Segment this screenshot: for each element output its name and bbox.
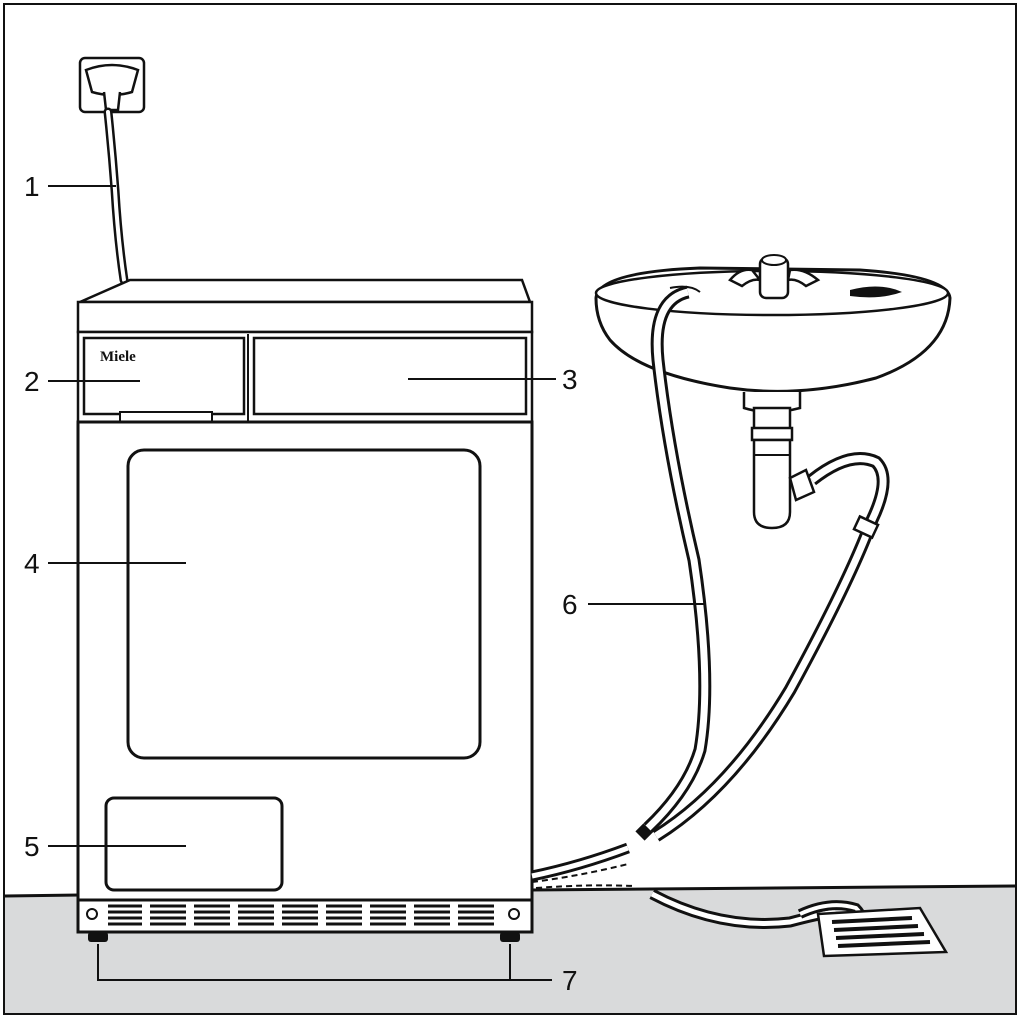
drain-hose-to-basin: [635, 285, 712, 841]
tap-handle-left: [728, 268, 764, 288]
wall-socket: [78, 56, 146, 114]
floor-drain: [816, 906, 949, 958]
vent-grille: [108, 904, 494, 926]
callout-leader-lines: [48, 185, 706, 981]
callout-4: 4: [24, 548, 40, 579]
adjustable-foot-left: [88, 932, 108, 942]
appliance-outlet-hose: [530, 842, 635, 889]
dryer-appliance: [76, 278, 534, 942]
drain-hose-to-trap: [652, 452, 890, 842]
control-panel-left: [82, 336, 246, 416]
callout-7: 7: [562, 965, 578, 996]
callout-1: 1: [24, 171, 40, 202]
callout-2: 2: [24, 366, 40, 397]
dryer-door: [126, 448, 482, 760]
callout-3: 3: [562, 364, 578, 395]
filter-flap: [104, 796, 284, 892]
callout-5: 5: [24, 831, 40, 862]
leader-line-7-left: [97, 944, 552, 981]
plinth-screw-right: [508, 908, 520, 920]
adjustable-foot-right: [500, 932, 520, 942]
plinth-screw-left: [86, 908, 98, 920]
trap-connector: [788, 468, 816, 502]
tap-handle-right: [786, 268, 821, 288]
brand-label: Miele: [100, 349, 136, 365]
control-panel-right: [252, 336, 528, 416]
sink-trap: [752, 438, 792, 530]
power-cable: [103, 107, 129, 285]
callout-6: 6: [562, 589, 578, 620]
